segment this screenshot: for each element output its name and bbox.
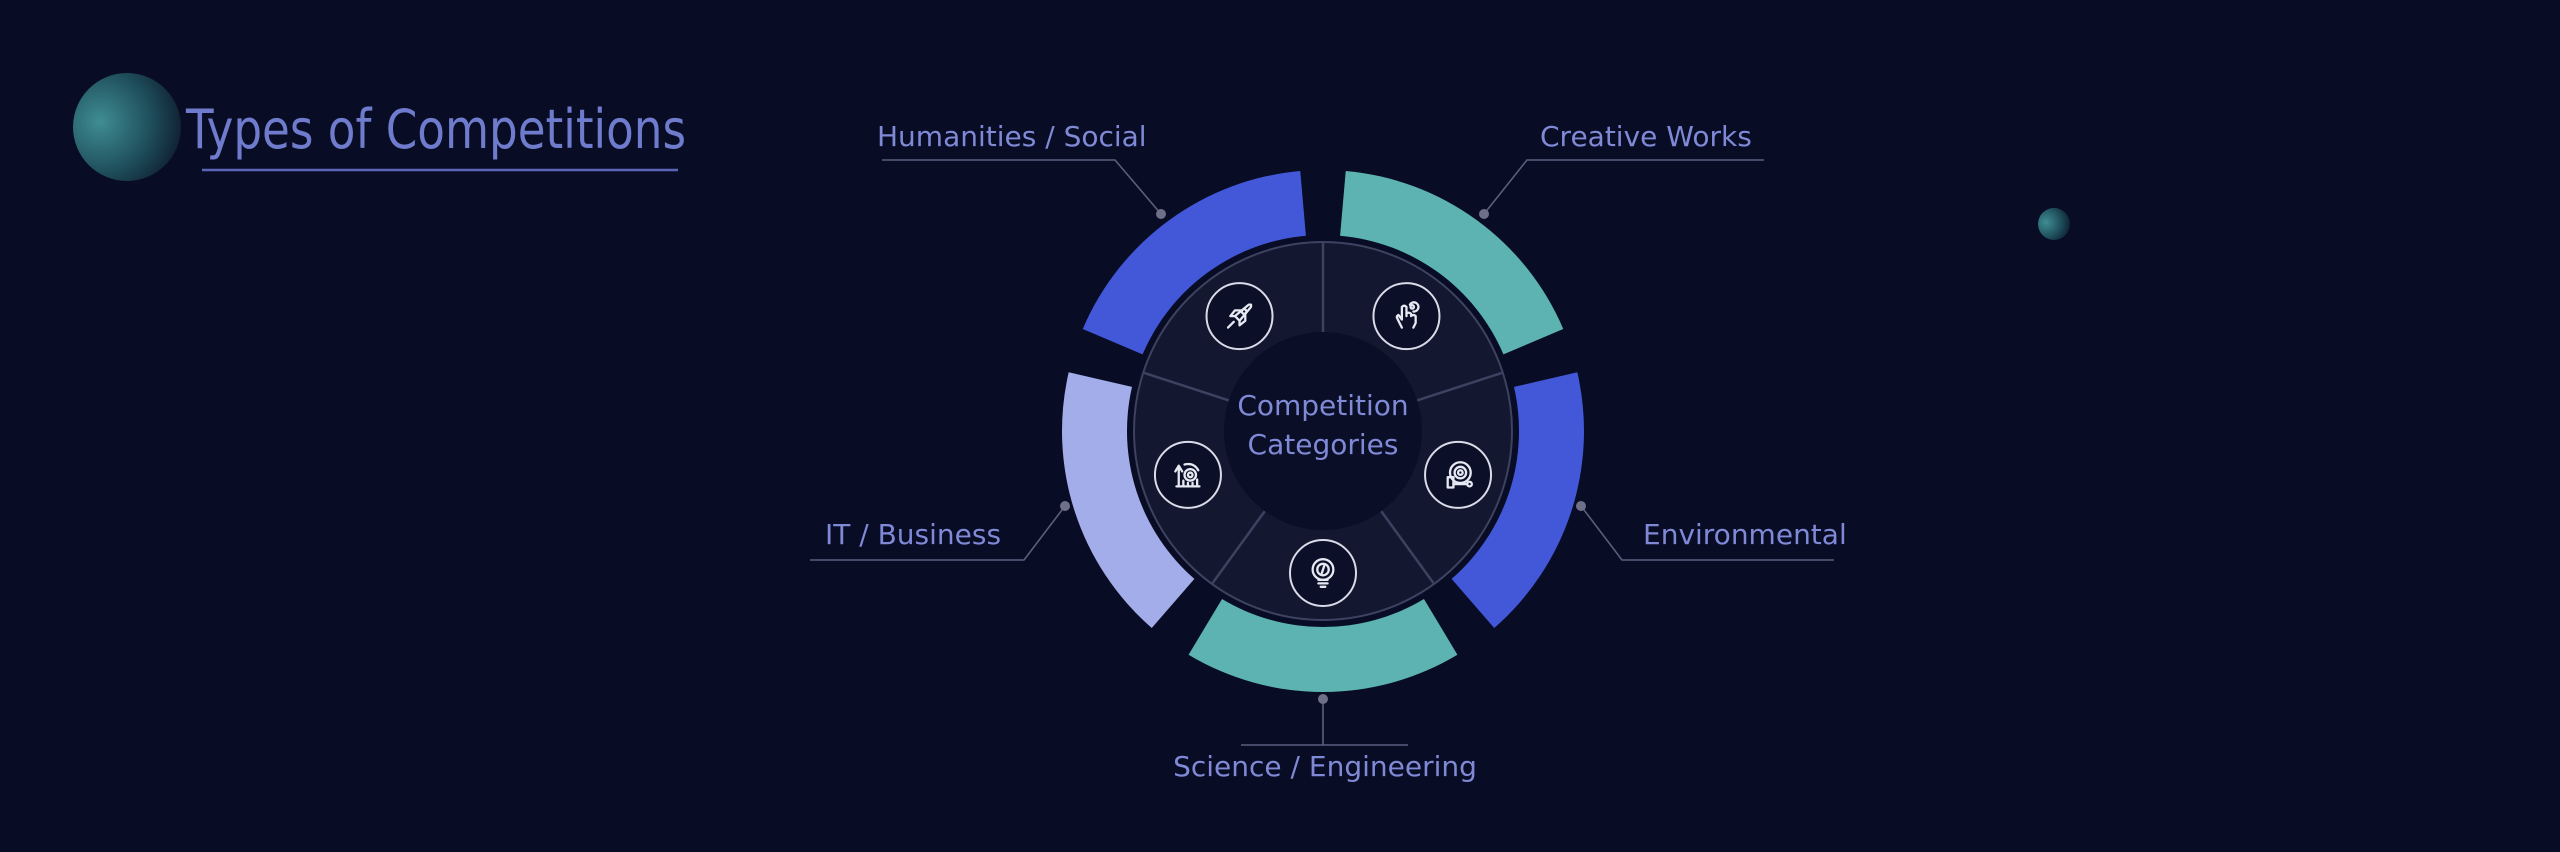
planet-decoration bbox=[73, 73, 181, 181]
arc-environmental bbox=[1451, 372, 1584, 628]
leader-humanities bbox=[882, 159, 1166, 219]
growth-gear-icon bbox=[1153, 440, 1222, 509]
small-planet-decoration bbox=[2038, 208, 2070, 240]
segment-dividers bbox=[1143, 243, 1503, 584]
label-humanities-social: Humanities / Social bbox=[877, 120, 1147, 153]
center-title-line2: Categories bbox=[1248, 428, 1399, 461]
hub-circle bbox=[1224, 332, 1422, 530]
label-environmental: Environmental bbox=[1643, 518, 1847, 551]
label-it-business: IT / Business bbox=[825, 518, 1001, 551]
target-device-icon bbox=[1424, 440, 1493, 509]
segment-divider bbox=[1416, 371, 1503, 402]
category-arcs bbox=[1062, 170, 1584, 692]
arc-creative-works bbox=[1340, 170, 1564, 355]
lightbulb-gear-icon bbox=[1289, 539, 1357, 607]
arc-science-engineering bbox=[1188, 599, 1458, 692]
leader-science bbox=[1241, 694, 1408, 746]
leader-it-business bbox=[810, 501, 1070, 561]
leader-creative bbox=[1479, 159, 1764, 219]
arc-humanities-social bbox=[1082, 170, 1306, 355]
rocket-icon bbox=[1205, 282, 1274, 351]
segment-divider bbox=[1143, 371, 1230, 402]
page-title: Types of Competitions bbox=[185, 98, 686, 161]
hand-touch-icon bbox=[1372, 282, 1441, 351]
label-science-engineering: Science / Engineering bbox=[1173, 750, 1477, 783]
center-title-line1: Competition bbox=[1237, 389, 1408, 422]
label-creative-works: Creative Works bbox=[1540, 120, 1752, 153]
segment-divider bbox=[1380, 510, 1435, 584]
arc-it-business bbox=[1062, 372, 1195, 628]
leader-environmental bbox=[1576, 501, 1834, 561]
segment-divider bbox=[1211, 510, 1266, 584]
